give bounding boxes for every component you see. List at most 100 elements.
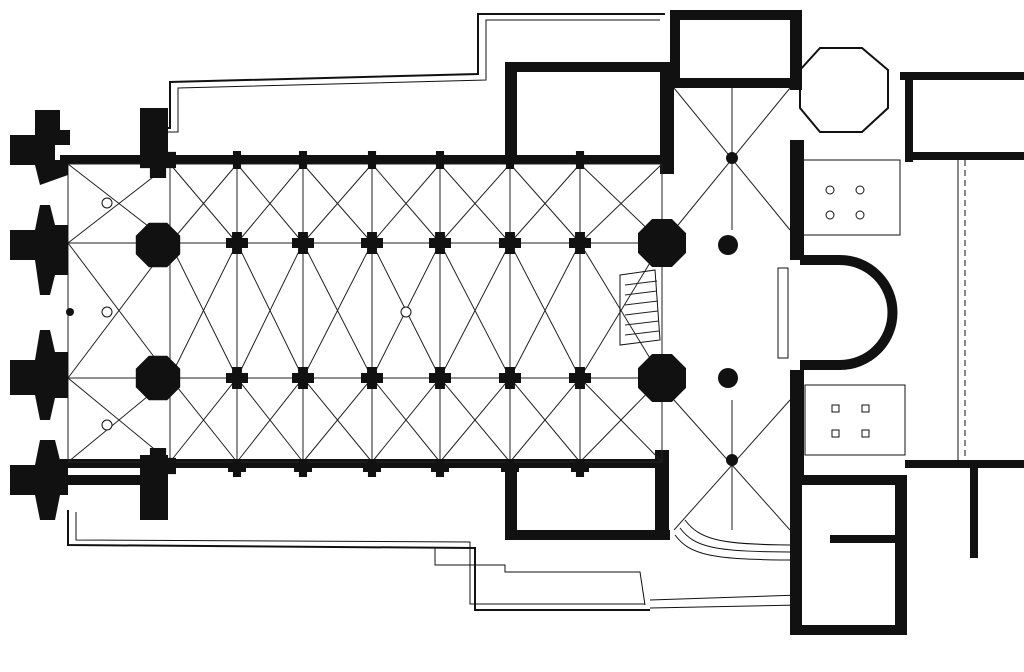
vault-rib (439, 163, 511, 244)
nave-pier (226, 232, 248, 254)
west-tower-south-buttress (10, 440, 68, 520)
stall-line (624, 300, 659, 306)
octagonal-chapel (799, 47, 889, 133)
stall-line (624, 320, 660, 326)
south-porch-line (434, 548, 646, 606)
south-annex-west-wall (790, 475, 802, 635)
south-west-tower-wall (68, 475, 148, 485)
north-chapel-west-wall (505, 62, 517, 162)
south-annex-north-wall (790, 475, 900, 485)
nave-pier (361, 232, 383, 254)
vault-rib (169, 242, 238, 379)
south-stair-line-2 (679, 527, 801, 553)
vault-rib (371, 377, 441, 463)
east-range-bottom-wall (905, 460, 1024, 468)
choir-boss (726, 152, 738, 164)
crossing-pier (135, 355, 181, 401)
stall-line (624, 310, 659, 316)
sacristy-west-wall (670, 10, 680, 85)
south-chapel-east-wall (655, 450, 669, 540)
south-annex-south-wall (790, 625, 900, 635)
south-outer-wall (67, 510, 650, 611)
nave-pier (499, 367, 521, 389)
nave-pier (569, 367, 591, 389)
south-outer-wall-inner (75, 512, 645, 605)
nave-pier (294, 151, 312, 169)
choir-north-wall (790, 140, 804, 260)
crossing-pier (135, 222, 181, 268)
choir-column-south (718, 368, 738, 388)
nave-pier (228, 151, 246, 169)
vault-rib (579, 242, 663, 379)
nave-pier (363, 459, 381, 477)
vault-rib (302, 377, 373, 463)
vault-rib (371, 163, 441, 244)
stall-line (624, 280, 658, 286)
north-outer-wall-inner (158, 19, 660, 133)
nave-pier (571, 459, 589, 477)
sacristy-column (825, 210, 835, 220)
stall-line (624, 290, 658, 296)
vault-rib (509, 377, 581, 463)
nave-pier (363, 151, 381, 169)
nave-pier (292, 367, 314, 389)
south-annex-east-wall (895, 475, 907, 635)
north-sacristy-room (799, 159, 901, 236)
vault-rib (439, 242, 511, 379)
west-front (10, 108, 168, 520)
choir-column-north (718, 235, 738, 255)
vault-rib (236, 163, 304, 244)
vault-rib (302, 163, 373, 244)
choir-south-wall (790, 370, 804, 480)
east-range-west-wall (905, 72, 913, 162)
nave-pier (228, 459, 246, 477)
apse (800, 255, 898, 370)
piers (135, 142, 686, 484)
vault-boss (101, 197, 113, 209)
sacristy-column (831, 404, 840, 413)
nave-pier (569, 232, 591, 254)
vault-boss (101, 306, 113, 318)
nave-pier (292, 232, 314, 254)
nave-pier (501, 151, 519, 169)
vault-rib (169, 163, 238, 244)
sacristy-column (831, 429, 840, 438)
west-tower-north-buttress (10, 110, 70, 185)
choir-stall-block (619, 269, 661, 346)
nave-pier (431, 151, 449, 169)
south-sacristy-room (804, 384, 906, 456)
south-stair-line-5 (649, 604, 801, 609)
south-stair-line-3 (684, 519, 801, 546)
vault-rib (236, 377, 304, 463)
vault-rib (236, 242, 304, 379)
nave-pier (226, 367, 248, 389)
vault-rib (302, 242, 373, 379)
sacristy-column (861, 429, 870, 438)
sacristy-south (804, 384, 906, 456)
choir-stalls (619, 269, 661, 346)
crossing-pier (638, 354, 686, 402)
south-stair-line-4 (649, 594, 801, 601)
vault-rib (509, 242, 581, 379)
nave-pier (501, 459, 519, 477)
vault-boss (400, 306, 412, 318)
nave-pier (571, 151, 589, 169)
south-annex-partition (830, 535, 895, 543)
south-nave-wall (60, 459, 660, 468)
sacristy-column (855, 185, 865, 195)
west-door-pillar (66, 308, 74, 316)
east-range-south-stub (970, 468, 978, 558)
choir (619, 159, 906, 456)
nave-pier (429, 367, 451, 389)
nave-pier (361, 367, 383, 389)
nave-pier (294, 459, 312, 477)
vault-rib (509, 163, 581, 244)
crossing-pier (638, 219, 686, 267)
south-chapel-west-wall (505, 460, 517, 540)
vault-rib (579, 163, 663, 244)
north-chapel-east-wall (660, 62, 674, 174)
west-front-buttress-3 (10, 330, 68, 420)
vault-rib (169, 377, 238, 463)
